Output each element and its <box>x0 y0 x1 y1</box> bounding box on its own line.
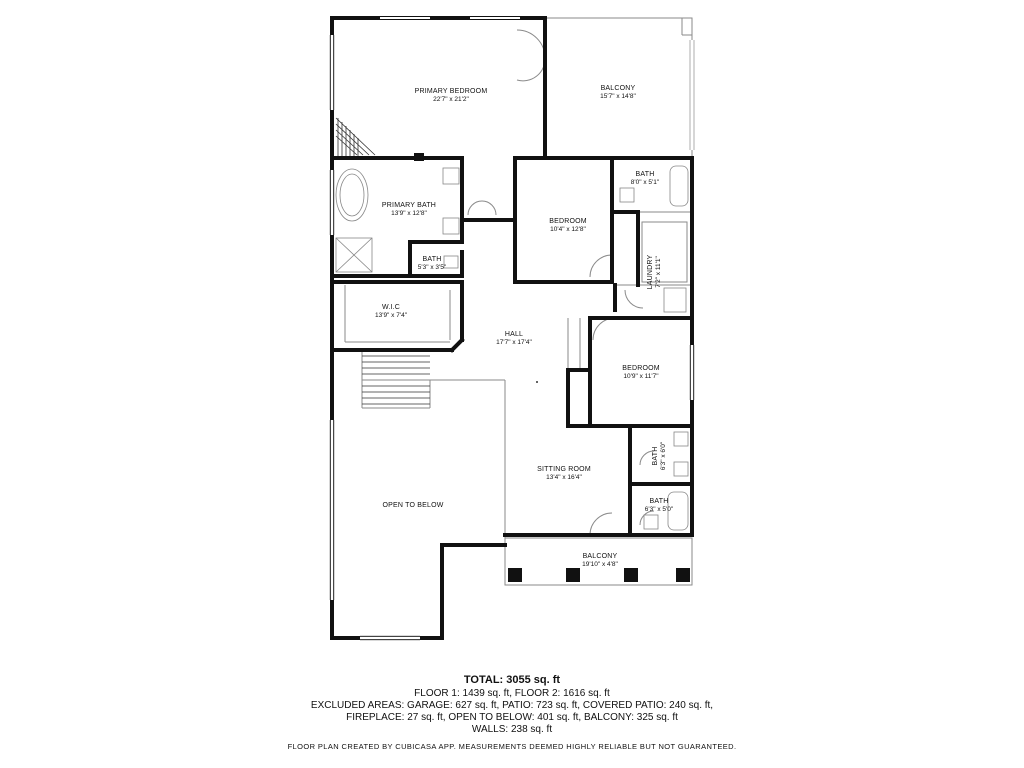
hall-marker <box>536 381 538 383</box>
room-primary-bedroom-name: PRIMARY BEDROOM <box>415 88 488 95</box>
summary-total: TOTAL: 3055 sq. ft <box>463 674 561 686</box>
window-lines <box>329 35 695 641</box>
room-bath-top-right-name: BATH <box>636 171 655 178</box>
room-bath-small-dim: 5'3" x 3'5" <box>418 264 447 271</box>
room-open-to-below-name: OPEN TO BELOW <box>382 502 443 509</box>
disclaimer: FLOOR PLAN CREATED BY CUBICASA APP. MEAS… <box>287 742 737 751</box>
room-bath-lower-right-name: BATH <box>650 498 669 505</box>
summary-excluded-line-2: FIREPLACE: 27 sq. ft, OPEN TO BELOW: 401… <box>346 712 678 723</box>
room-bath-small-name: BATH <box>423 256 442 263</box>
room-primary-bath-dim: 13'9" x 12'8" <box>391 210 427 217</box>
walls <box>330 16 694 640</box>
summary-excluded-line-1: EXCLUDED AREAS: GARAGE: 627 sq. ft, PATI… <box>310 700 714 711</box>
room-bedroom-2-dim: 10'9" x 11'7" <box>623 373 659 380</box>
summary-walls: WALLS: 238 sq. ft <box>471 724 553 735</box>
room-bedroom-2-name: BEDROOM <box>622 365 660 372</box>
summary-floors: FLOOR 1: 1439 sq. ft, FLOOR 2: 1616 sq. … <box>414 688 610 699</box>
room-bath-top-right-dim: 8'0" x 5'1" <box>631 179 660 186</box>
room-balcony-lower-name: BALCONY <box>583 553 618 560</box>
stairs <box>335 117 430 405</box>
room-wic-name: W.I.C <box>382 304 400 311</box>
room-bedroom-1-name: BEDROOM <box>549 218 587 225</box>
room-sitting-room-name: SITTING ROOM <box>537 466 591 473</box>
room-hall-dim: 17'7" x 17'4" <box>496 339 532 346</box>
room-primary-bath-name: PRIMARY BATH <box>382 202 436 209</box>
room-wic-dim: 13'9" x 7'4" <box>375 312 408 319</box>
bath-fixtures <box>335 165 689 531</box>
room-sitting-room-dim: 13'4" x 16'4" <box>546 474 582 481</box>
room-bath-lower-right-dim: 6'3" x 5'0" <box>645 506 674 513</box>
windows <box>331 17 693 639</box>
room-balcony-lower-dim: 19'10" x 4'8" <box>582 561 618 568</box>
room-bedroom-1-dim: 10'4" x 12'8" <box>550 226 586 233</box>
room-primary-bedroom-dim: 22'7" x 21'2" <box>433 96 469 103</box>
room-laundry-name: LAUNDRY <box>647 255 654 290</box>
floor-plan: PRIMARY BEDROOM 22'7" x 21'2" BALCONY 15… <box>329 16 695 641</box>
room-laundry-dim: 7'2" x 11'1" <box>655 256 662 288</box>
room-bath-mid-right-name: BATH <box>652 447 659 466</box>
room-hall-name: HALL <box>505 331 523 338</box>
room-bath-mid-right-dim: 6'3" x 6'0" <box>660 441 667 470</box>
balcony-posts <box>414 153 690 582</box>
room-balcony-upper-dim: 15'7" x 14'8" <box>600 93 636 100</box>
room-balcony-upper-name: BALCONY <box>601 85 636 92</box>
